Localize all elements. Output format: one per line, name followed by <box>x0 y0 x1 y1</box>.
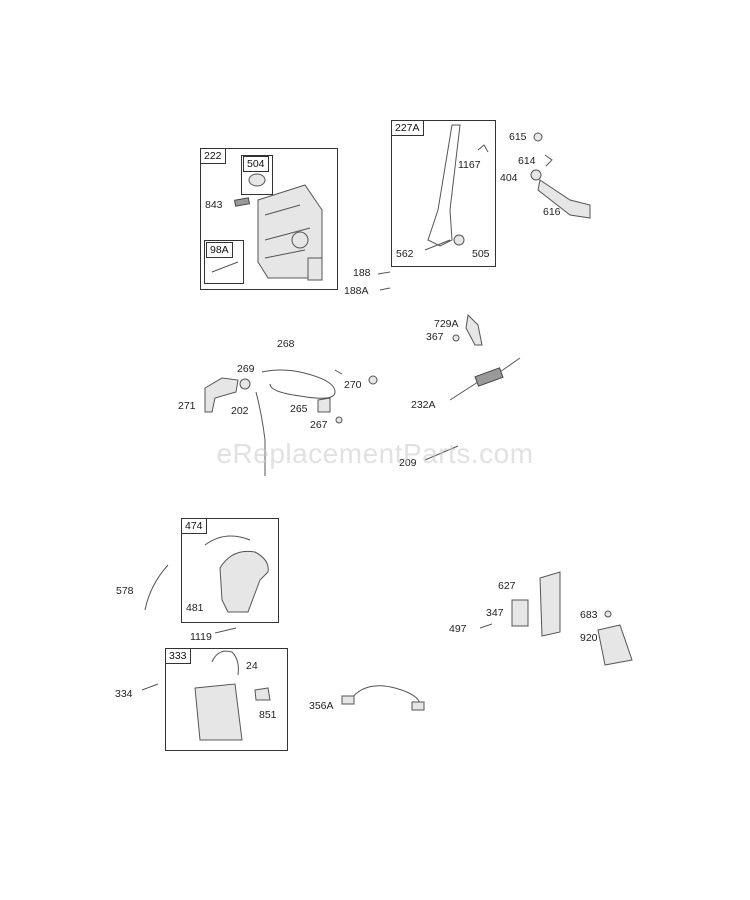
label-1119: 1119 <box>190 631 212 643</box>
label-232a: 232A <box>411 399 436 411</box>
label-202: 202 <box>231 405 249 417</box>
label-404: 404 <box>500 172 518 184</box>
label-505: 505 <box>472 248 490 260</box>
label-270: 270 <box>344 379 362 391</box>
label-188: 188 <box>353 267 371 279</box>
label-267: 267 <box>310 419 328 431</box>
label-562: 562 <box>396 248 414 260</box>
label-851: 851 <box>259 709 277 721</box>
label-188a: 188A <box>344 285 369 297</box>
label-729a: 729A <box>434 318 459 330</box>
frame-222 <box>200 148 338 290</box>
label-614: 614 <box>518 155 536 167</box>
frame-98a <box>204 240 244 284</box>
label-627: 627 <box>498 580 516 592</box>
frame-333 <box>165 648 288 751</box>
label-356a: 356A <box>309 700 334 712</box>
label-920: 920 <box>580 632 598 644</box>
label-209: 209 <box>399 457 417 469</box>
label-265: 265 <box>290 403 308 415</box>
label-24: 24 <box>246 660 258 672</box>
callout-222: 222 <box>200 148 226 164</box>
label-271: 271 <box>178 400 196 412</box>
frame-504 <box>241 155 273 195</box>
label-268: 268 <box>277 338 295 350</box>
label-1167: 1167 <box>458 159 481 171</box>
callout-98a: 98A <box>206 242 233 258</box>
frame-474 <box>181 518 279 623</box>
label-616: 616 <box>543 206 561 218</box>
callout-504: 504 <box>243 156 269 172</box>
label-497: 497 <box>449 623 467 635</box>
callout-227a: 227A <box>391 120 424 136</box>
frame-227a <box>391 120 496 267</box>
label-334: 334 <box>115 688 133 700</box>
label-481: 481 <box>186 602 204 614</box>
label-578: 578 <box>116 585 134 597</box>
label-269: 269 <box>237 363 255 375</box>
callout-474: 474 <box>181 518 207 534</box>
label-843: 843 <box>205 199 223 211</box>
callout-333: 333 <box>165 648 191 664</box>
label-683: 683 <box>580 609 598 621</box>
label-347: 347 <box>486 607 504 619</box>
watermark: eReplacementParts.com <box>216 438 534 469</box>
label-367: 367 <box>426 331 444 343</box>
label-615: 615 <box>509 131 527 143</box>
